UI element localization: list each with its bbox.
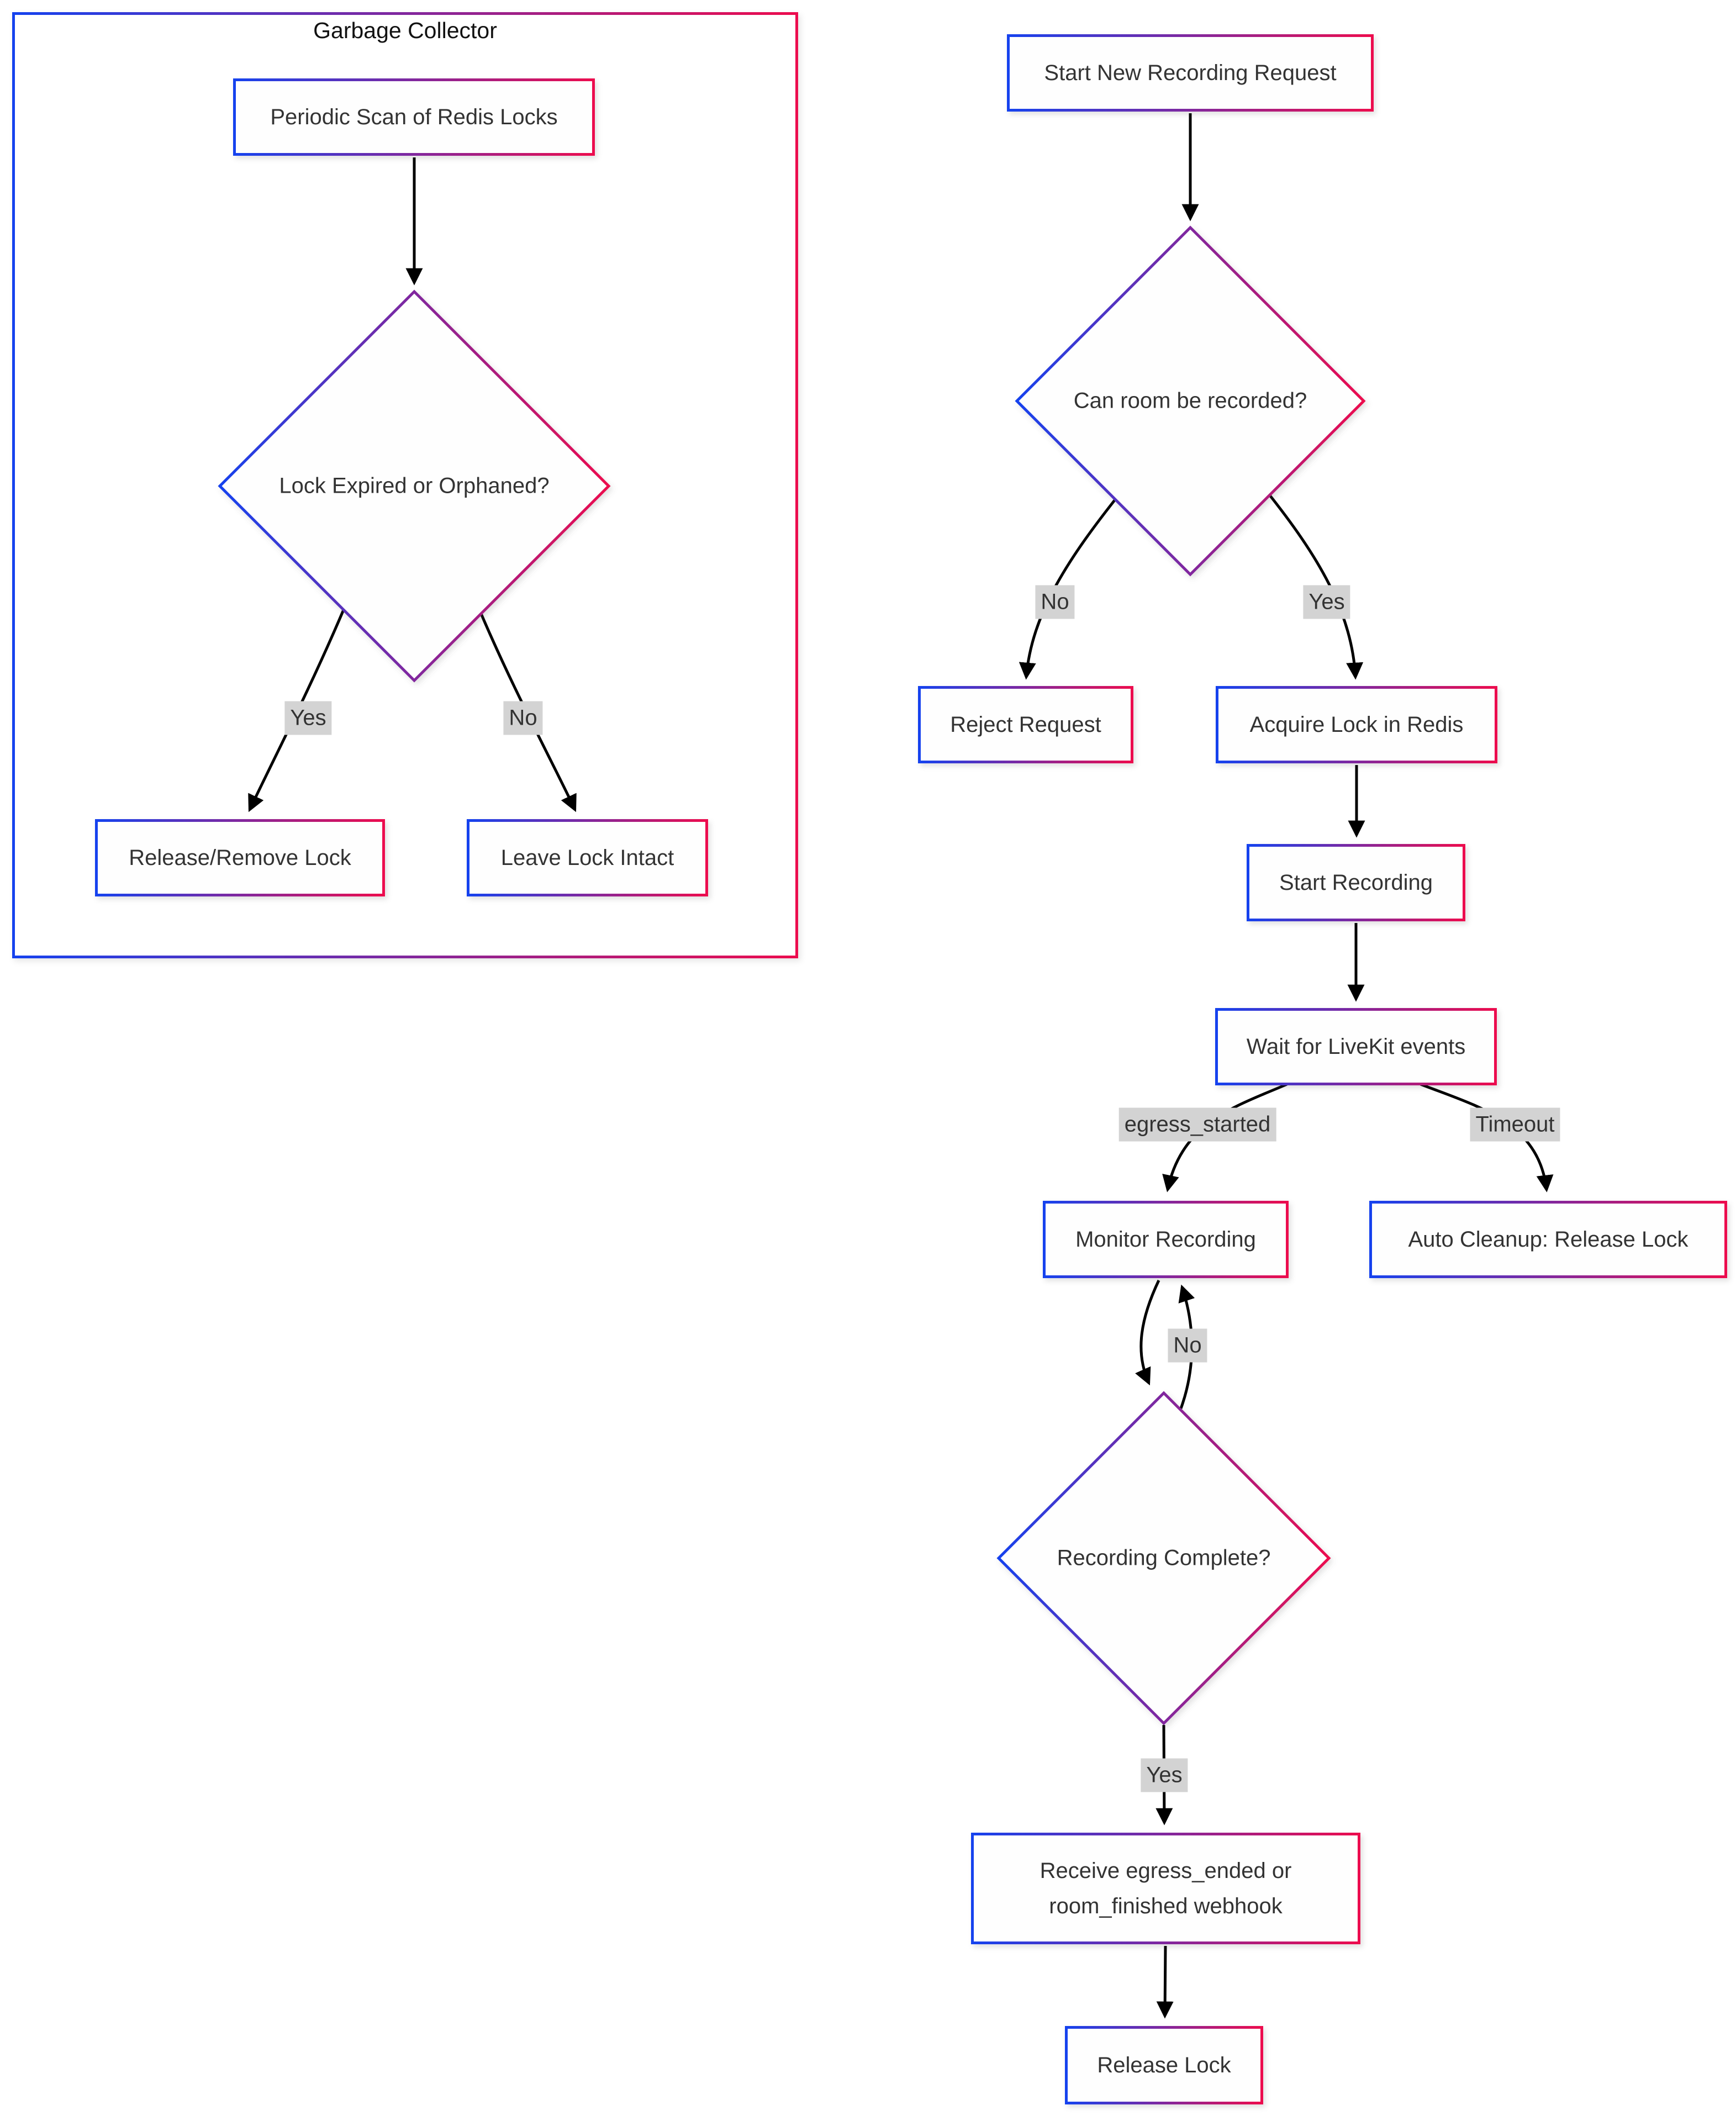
node-wait-for-livekit-events-label: Wait for LiveKit events [1246, 1035, 1466, 1059]
node-start-new-recording-request: Start New Recording Request [1007, 34, 1374, 112]
node-auto-cleanup-release-lock-label: Auto Cleanup: Release Lock [1408, 1227, 1688, 1252]
diamond-recording-complete [996, 1391, 1331, 1726]
edge-label-loop-no: No [1168, 1328, 1207, 1363]
node-periodic-scan: Periodic Scan of Redis Locks [233, 78, 595, 156]
node-monitor-recording-label: Monitor Recording [1075, 1227, 1256, 1252]
node-acquire-lock-in-redis: Acquire Lock in Redis [1216, 686, 1497, 763]
subgraph-garbage-collector [12, 12, 798, 958]
node-acquire-lock-in-redis-label: Acquire Lock in Redis [1249, 713, 1464, 737]
node-auto-cleanup-release-lock: Auto Cleanup: Release Lock [1369, 1201, 1727, 1278]
node-wait-for-livekit-events: Wait for LiveKit events [1215, 1008, 1497, 1085]
edge-monitor-to-complete [1135, 1279, 1160, 1386]
node-start-recording: Start Recording [1247, 844, 1465, 921]
edge-canrecord-yes [1265, 489, 1364, 680]
node-start-new-recording-request-label: Start New Recording Request [1044, 61, 1337, 85]
node-reject-request: Reject Request [918, 686, 1133, 763]
diamond-lock-expired-label: Lock Expired or Orphaned? [279, 473, 550, 498]
edge-label-gc-yes: Yes [284, 701, 332, 735]
node-release-lock: Release Lock [1065, 2026, 1263, 2104]
node-release-remove-lock: Release/Remove Lock [95, 819, 385, 896]
diamond-recording-complete-label: Recording Complete? [1057, 1545, 1271, 1570]
node-leave-lock-intact: Leave Lock Intact [467, 819, 708, 896]
node-periodic-scan-label: Periodic Scan of Redis Locks [270, 105, 558, 129]
diamond-can-record [1015, 225, 1366, 577]
edge-label-gc-no: No [503, 701, 543, 735]
node-release-lock-label: Release Lock [1097, 2053, 1231, 2077]
edge-label-room-no: No [1035, 585, 1075, 619]
edge-label-room-yes: Yes [1303, 585, 1350, 619]
node-release-remove-lock-label: Release/Remove Lock [129, 846, 351, 870]
node-reject-request-label: Reject Request [950, 713, 1101, 737]
diamond-can-record-label: Can room be recorded? [1073, 388, 1307, 413]
edge-label-egress-started: egress_started [1118, 1107, 1276, 1142]
subgraph-title: Garbage Collector [313, 18, 497, 43]
edge-label-complete-yes: Yes [1141, 1758, 1188, 1792]
node-monitor-recording: Monitor Recording [1043, 1201, 1289, 1278]
node-receive-webhook: Receive egress_ended or room_finished we… [971, 1833, 1360, 1944]
node-receive-webhook-label: Receive egress_ended or room_finished we… [1040, 1859, 1292, 1918]
node-leave-lock-intact-label: Leave Lock Intact [500, 846, 674, 870]
node-start-recording-label: Start Recording [1279, 870, 1433, 895]
edge-label-timeout: Timeout [1470, 1107, 1560, 1142]
